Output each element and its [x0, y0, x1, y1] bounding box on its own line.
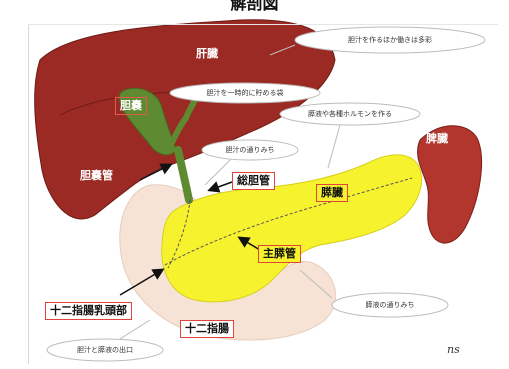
page-title: 解剖図 — [0, 0, 509, 14]
bile-path-pointer — [205, 160, 230, 185]
frame-left-border — [28, 24, 29, 364]
common-bile-duct-arrow — [210, 182, 232, 190]
common-bile-duct-label: 総胆管 — [232, 172, 275, 190]
duodenum-label: 十二指腸 — [180, 320, 234, 338]
main-pancreatic-duct-label: 主膵管 — [258, 245, 301, 263]
author-signature: ns — [447, 343, 460, 356]
outlet-text: 胆汁と膵液の出口 — [50, 344, 160, 356]
gallbladder-role-text: 胆汁を一時的に貯める袋 — [175, 87, 315, 99]
gallbladder-label: 胆嚢 — [115, 97, 147, 115]
pancreas-label: 膵臓 — [316, 184, 348, 202]
frame-top-border — [28, 24, 498, 25]
bile-path-text: 胆汁の通りみち — [204, 144, 296, 156]
pancreas-role-pointer — [328, 125, 340, 168]
pancreas-role-text: 膵液や各種ホルモンを作る — [282, 108, 418, 120]
liver-label: 肝臓 — [196, 45, 218, 61]
pancreatic-juice-path-text: 膵液の通りみち — [334, 299, 446, 311]
spleen-label: 脾臓 — [426, 130, 448, 146]
liver-role-text: 胆汁を作るほか働きは多彩 — [300, 34, 480, 46]
duodenal-papilla-label: 十二指腸乳頭部 — [45, 302, 132, 320]
outlet-pointer — [120, 320, 150, 339]
cystic-duct-label: 胆嚢管 — [80, 167, 113, 183]
